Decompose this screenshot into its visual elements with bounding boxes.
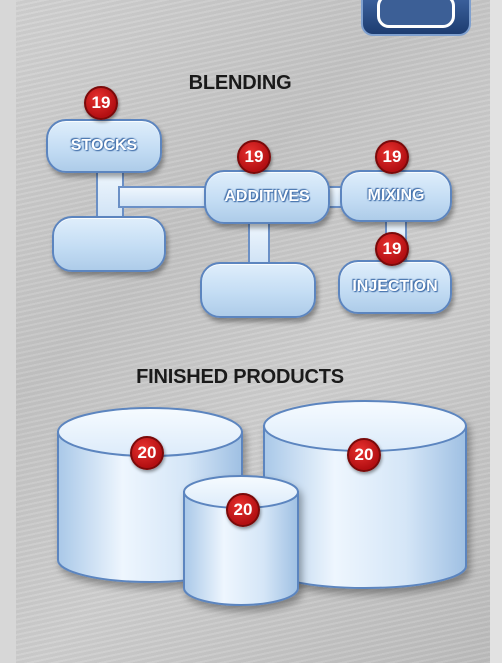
stocks-badge[interactable]: 19 — [84, 86, 118, 120]
injection-node[interactable]: INJECTION — [338, 260, 452, 314]
injection-label: INJECTION — [352, 278, 438, 295]
stocks-label: STOCKS — [70, 137, 138, 154]
tank-right-badge[interactable]: 20 — [347, 438, 381, 472]
additives-vessel — [200, 262, 316, 318]
finished-products-heading: FINISHED PRODUCTS — [136, 366, 344, 388]
mixing-node[interactable]: MIXING — [340, 170, 452, 222]
injection-badge[interactable]: 19 — [375, 232, 409, 266]
mixing-label: MIXING — [367, 187, 425, 204]
additives-node[interactable]: ADDITIVES — [204, 170, 330, 224]
mixing-badge[interactable]: 19 — [375, 140, 409, 174]
tank-middle — [183, 475, 299, 606]
blending-heading: BLENDING — [188, 72, 292, 94]
additives-label: ADDITIVES — [224, 188, 310, 205]
stocks-vessel — [52, 216, 166, 272]
stocks-node[interactable]: STOCKS — [46, 119, 162, 173]
additives-badge[interactable]: 19 — [237, 140, 271, 174]
back-button-icon — [377, 0, 455, 28]
right-edge — [490, 0, 502, 663]
tank-left-badge[interactable]: 20 — [130, 436, 164, 470]
back-button[interactable] — [361, 0, 471, 36]
tank-middle-badge[interactable]: 20 — [226, 493, 260, 527]
